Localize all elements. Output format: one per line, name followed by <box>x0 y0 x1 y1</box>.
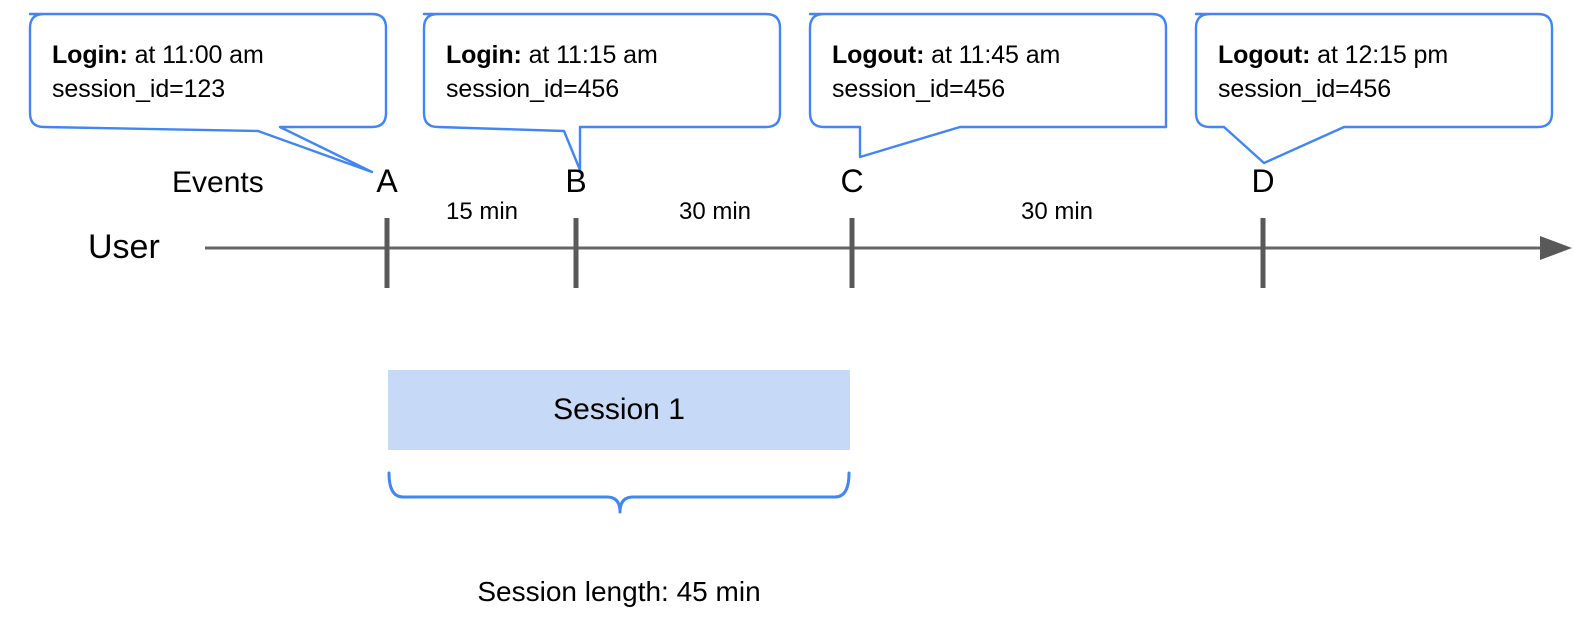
duration-label-ab: 15 min <box>445 198 519 225</box>
callout-d-event: Logout: <box>1218 41 1311 69</box>
tick-label-a: A <box>376 163 398 199</box>
session-bar-label: Session 1 <box>553 393 685 426</box>
callout-d-session: session_id=456 <box>1218 75 1392 103</box>
tick-label-d: D <box>1251 163 1275 199</box>
callout-d-text: Logout: at 12:15 pm session_id=456 <box>1218 38 1448 106</box>
timeline-arrowhead <box>1540 236 1572 260</box>
callout-bubble-c <box>808 12 1168 159</box>
callout-a-time: at 11:00 am <box>127 41 264 69</box>
callout-c-time: at 11:45 am <box>924 41 1061 69</box>
session-bar: Session 1 <box>388 370 850 450</box>
callout-b-text: Login: at 11:15 am session_id=456 <box>446 38 658 106</box>
user-lane-label: User <box>88 228 160 266</box>
session-length-caption: Session length: 45 min <box>477 576 761 607</box>
duration-label-bc: 30 min <box>678 198 752 225</box>
callout-bubble-a <box>28 12 388 174</box>
callout-d-time: at 12:15 pm <box>1310 41 1449 69</box>
callout-c-event: Logout: <box>832 41 925 69</box>
duration-label-cd: 30 min <box>1020 198 1094 225</box>
callout-bubble-d <box>1194 12 1554 165</box>
tick-label-b: B <box>565 163 587 199</box>
callout-bubble-b <box>422 12 782 172</box>
callout-c-session: session_id=456 <box>832 75 1006 103</box>
callout-b-event: Login: <box>446 41 522 69</box>
callout-a-text: Login: at 11:00 am session_id=123 <box>52 38 264 106</box>
callout-b-time: at 11:15 am <box>521 41 658 69</box>
events-row-label: Events <box>172 166 264 199</box>
session-brace <box>387 471 851 514</box>
callout-a-session: session_id=123 <box>52 75 226 103</box>
callout-a-event: Login: <box>52 41 128 69</box>
tick-label-c: C <box>840 163 864 199</box>
callout-c-text: Logout: at 11:45 am session_id=456 <box>832 38 1060 106</box>
callout-b-session: session_id=456 <box>446 75 620 103</box>
